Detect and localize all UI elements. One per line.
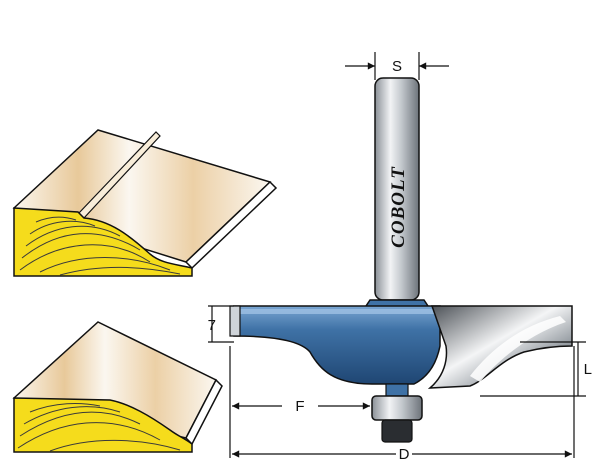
dimension-thickness: 7	[208, 317, 216, 334]
brand-label: COBOLT	[388, 166, 409, 248]
arbor	[385, 383, 409, 397]
cutter-left-tip	[229, 305, 241, 337]
upper-wood-profile	[12, 129, 278, 277]
router-bit: COBOLT	[229, 77, 573, 443]
dimension-l: L	[584, 361, 592, 378]
dimension-d: D	[399, 446, 410, 463]
upper-wood-end-grain	[13, 207, 193, 277]
lower-wood-profile	[12, 321, 223, 453]
cutter-top-highlight	[240, 309, 436, 314]
dimension-f: F	[295, 398, 304, 415]
bearing	[371, 395, 423, 421]
carbide-highlight	[470, 316, 566, 382]
bearing-screw	[381, 419, 413, 443]
dimension-s: S	[392, 58, 402, 75]
upper-board-edge	[184, 180, 278, 270]
lower-wood-end-grain	[13, 397, 193, 453]
dimension-annotations	[208, 52, 586, 458]
cutter-body	[233, 305, 441, 385]
